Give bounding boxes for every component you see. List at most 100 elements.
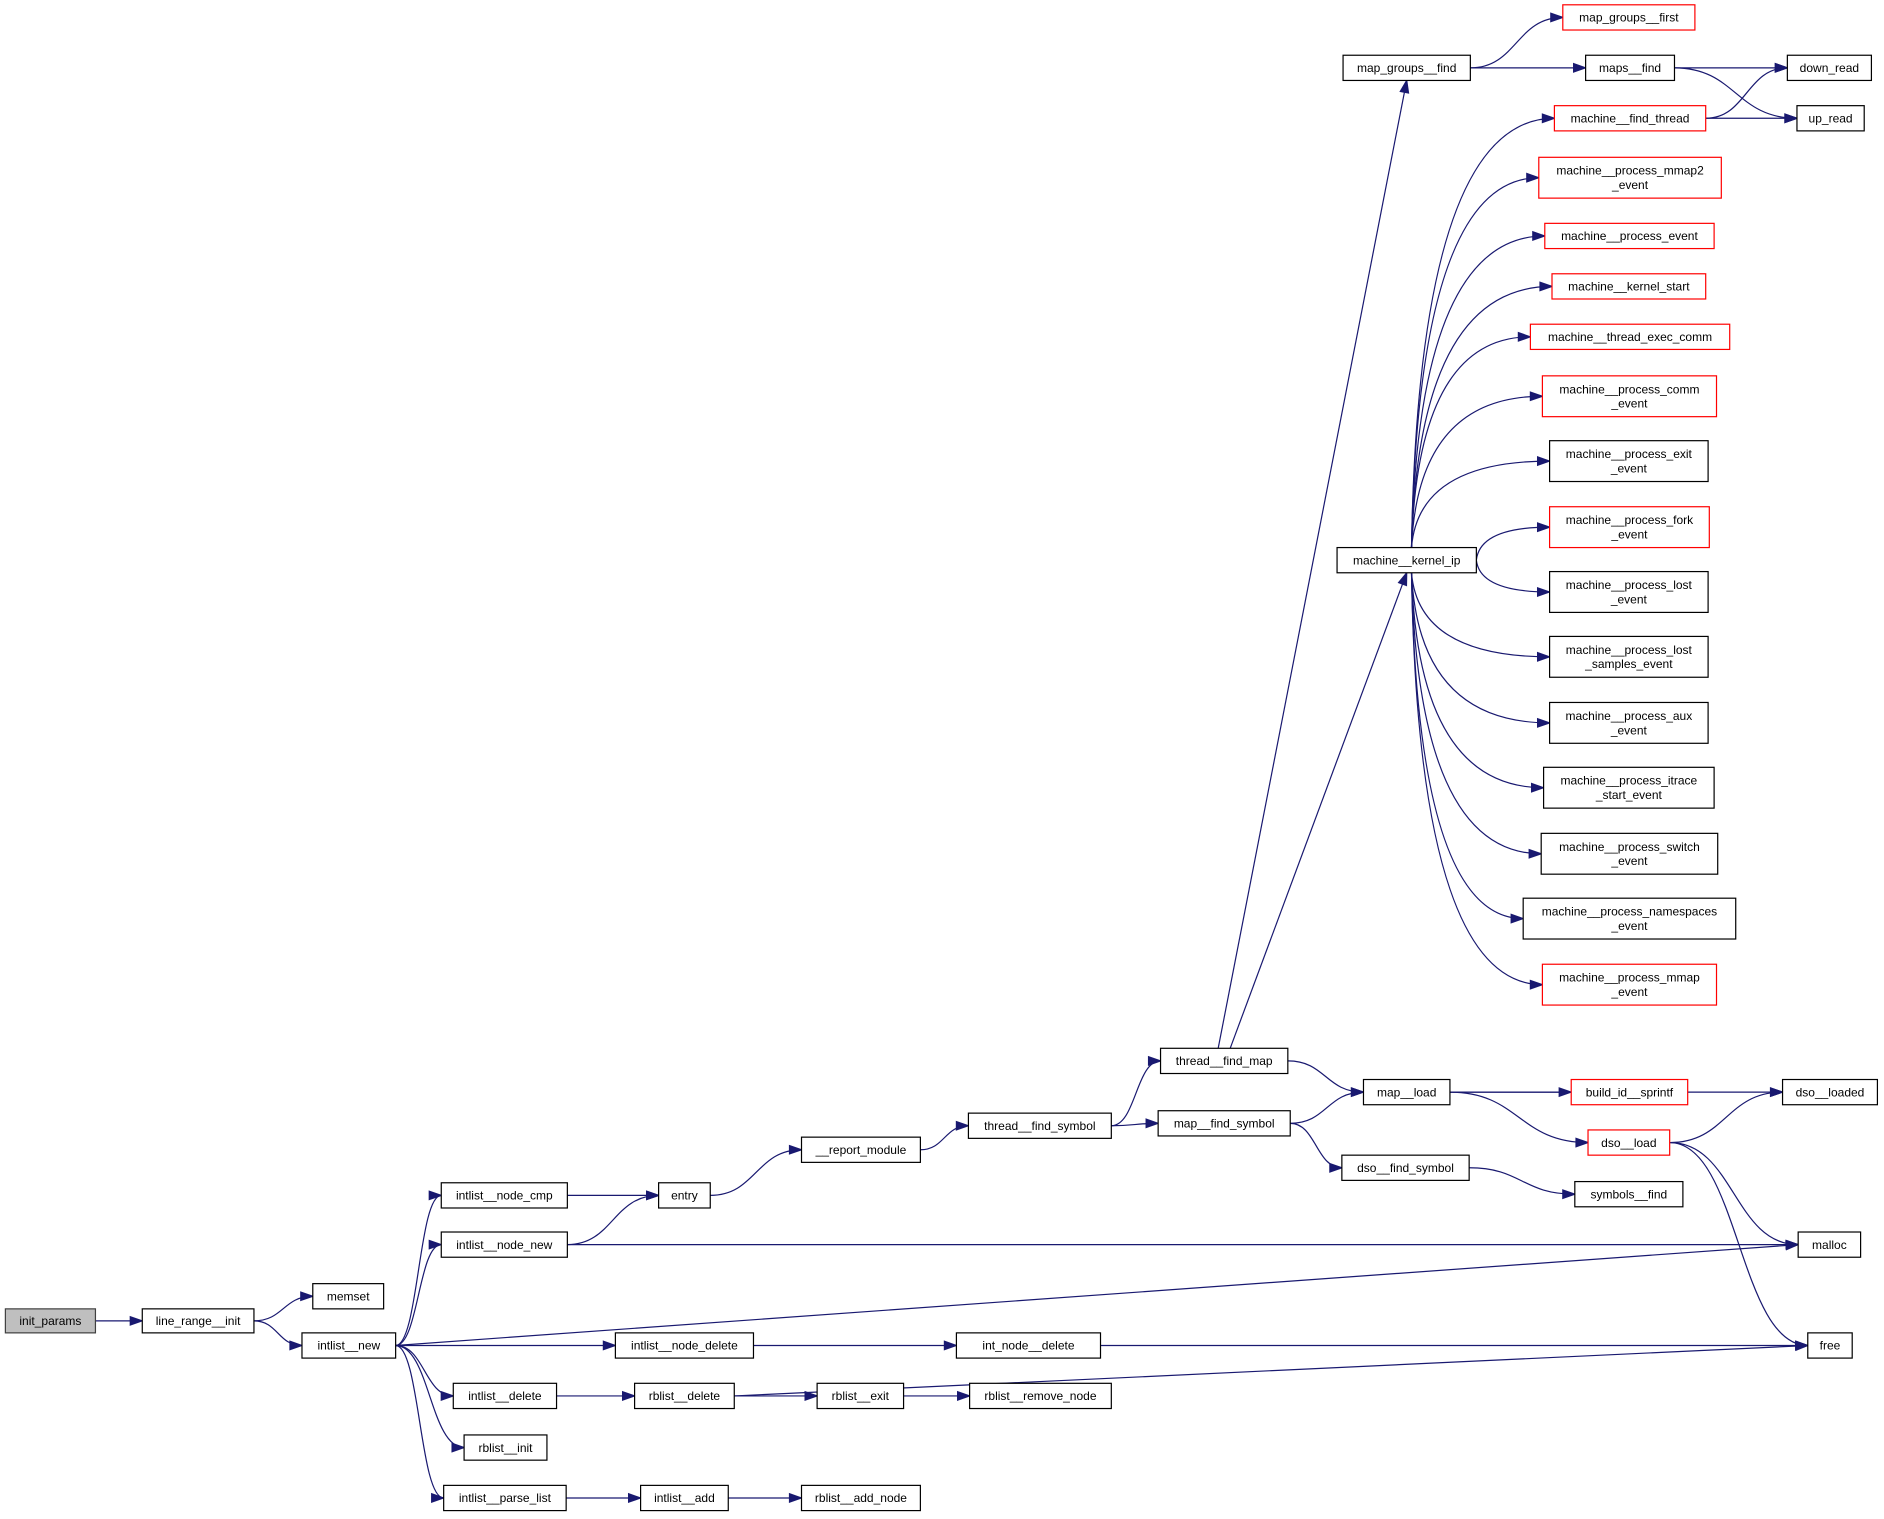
node-map-groups-first[interactable]: map_groups__first: [1562, 4, 1696, 31]
node-rblist-init[interactable]: rblist__init: [463, 1434, 548, 1461]
node-dso-find-symbol[interactable]: dso__find_symbol: [1341, 1154, 1470, 1181]
node-box: [1336, 546, 1477, 574]
edge-line: [1287, 1060, 1364, 1093]
edge-line: [1470, 16, 1563, 69]
node-machine-process-aux-event[interactable]: machine__process_aux_event: [1548, 701, 1709, 744]
node-machine-process-lost-event[interactable]: machine__process_lost_event: [1548, 570, 1709, 614]
node-rblist-delete[interactable]: rblist__delete: [633, 1382, 735, 1410]
node-maps-find[interactable]: maps__find: [1585, 54, 1676, 82]
node-dso-loaded[interactable]: dso__loaded: [1781, 1078, 1879, 1106]
node-thread-find-symbol[interactable]: thread__find_symbol: [967, 1112, 1112, 1139]
node-box: [4, 1308, 97, 1334]
node-machine-process-event[interactable]: machine__process_event: [1544, 222, 1715, 250]
node-rblist-add-node[interactable]: rblist__add_node: [800, 1484, 921, 1512]
node-box: [1544, 222, 1715, 250]
node-label: machine__process_lost: [1566, 578, 1693, 592]
node-machine-kernel-start[interactable]: machine__kernel_start: [1551, 273, 1707, 300]
node-box: [141, 1308, 255, 1334]
arrowhead-icon: [1785, 1239, 1800, 1250]
node-free[interactable]: free: [1807, 1332, 1853, 1359]
node-intlist-node-new[interactable]: intlist__node_new: [440, 1231, 568, 1258]
node-label: _event: [1610, 723, 1648, 737]
node-machine-process-namespaces-event[interactable]: machine__process_namespaces_event: [1522, 897, 1737, 940]
edge-line: [1410, 572, 1524, 920]
node-malloc[interactable]: malloc: [1797, 1231, 1862, 1258]
node-box: [1541, 963, 1718, 1006]
node-machine-process-mmap2-event[interactable]: machine__process_mmap2_event: [1538, 156, 1722, 199]
node-intlist-new[interactable]: intlist__new: [301, 1332, 397, 1359]
call-edge: [728, 1492, 804, 1504]
node-machine-find-thread[interactable]: machine__find_thread: [1553, 105, 1707, 132]
edge-line: [734, 1344, 1808, 1397]
node-label: dso__load: [1601, 1136, 1656, 1150]
arrowhead-icon: [1526, 172, 1541, 183]
node-rblist-remove-node[interactable]: rblist__remove_node: [969, 1382, 1112, 1410]
node-machine-process-itrace-start-event[interactable]: machine__process_itrace_start_event: [1542, 766, 1715, 809]
node-intlist-delete[interactable]: intlist__delete: [452, 1382, 558, 1410]
node-intlist-parse-list[interactable]: intlist__parse_list: [443, 1484, 567, 1512]
node-machine-process-mmap-event[interactable]: machine__process_mmap_event: [1541, 963, 1718, 1006]
node-rblist-exit[interactable]: rblist__exit: [816, 1382, 905, 1410]
node-symbols-find[interactable]: symbols__find: [1574, 1180, 1684, 1208]
node-entry[interactable]: entry: [658, 1182, 711, 1209]
node-label: symbols__find: [1590, 1187, 1667, 1201]
edge-line: [710, 1149, 802, 1196]
node-label: intlist__node_delete: [631, 1339, 738, 1353]
node-line-range-init[interactable]: line_range__init: [141, 1308, 255, 1334]
node-intlist-add[interactable]: intlist__add: [640, 1484, 729, 1512]
node-machine-thread-exec-comm[interactable]: machine__thread_exec_comm: [1529, 323, 1731, 351]
node-machine-process-lost-samples-event[interactable]: machine__process_lost_samples_event: [1548, 635, 1709, 678]
arrowhead-icon: [1530, 782, 1546, 793]
node-box: [1585, 54, 1676, 82]
arrowhead-icon: [943, 1340, 959, 1351]
node-label: _start_event: [1595, 788, 1663, 802]
node-label: _event: [1610, 462, 1648, 476]
node-label: _event: [1610, 985, 1648, 999]
arrowhead-icon: [1794, 1341, 1810, 1352]
node-memset[interactable]: memset: [312, 1283, 385, 1310]
node-machine-process-comm-event[interactable]: machine__process_comm_event: [1541, 375, 1718, 418]
node-label: memset: [327, 1289, 370, 1303]
call-edge: [1410, 572, 1552, 662]
call-edge: [1449, 1087, 1574, 1098]
node-label: rblist__add_node: [815, 1491, 907, 1505]
edge-line: [1410, 177, 1539, 548]
node-dso-load[interactable]: dso__load: [1587, 1129, 1671, 1156]
node-up-read[interactable]: up_read: [1796, 105, 1865, 132]
node-machine-process-exit-event[interactable]: machine__process_exit_event: [1548, 440, 1709, 483]
edge-line: [1217, 80, 1408, 1049]
arrowhead-icon: [1536, 717, 1552, 728]
call-edge: [920, 1120, 971, 1151]
call-edge: [1111, 1118, 1160, 1129]
edge-line: [1674, 67, 1797, 119]
node-down-read[interactable]: down_read: [1786, 54, 1873, 82]
node-map-find-symbol[interactable]: map__find_symbol: [1157, 1110, 1291, 1137]
arrowhead-icon: [1550, 12, 1565, 23]
node-label: machine__kernel_ip: [1353, 553, 1461, 567]
node-machine-process-fork-event[interactable]: machine__process_fork_event: [1548, 506, 1710, 549]
node-label: machine__process_fork: [1566, 513, 1694, 527]
arrowhead-icon: [1536, 651, 1552, 662]
edge-line: [253, 1320, 302, 1347]
node-intlist-node-cmp[interactable]: intlist__node_cmp: [440, 1182, 568, 1209]
node-report-module[interactable]: __report_module: [800, 1136, 921, 1163]
call-edge: [1705, 62, 1790, 119]
node-box: [658, 1182, 711, 1209]
node-intlist-node-delete[interactable]: intlist__node_delete: [614, 1332, 755, 1359]
node-machine-kernel-ip[interactable]: machine__kernel_ip: [1336, 546, 1477, 574]
arrowhead-icon: [1769, 1087, 1785, 1098]
node-thread-find-map[interactable]: thread__find_map: [1159, 1047, 1289, 1075]
edge-line: [1410, 336, 1531, 548]
node-int-node-delete[interactable]: int_node__delete: [955, 1332, 1102, 1359]
node-box: [969, 1382, 1112, 1410]
node-machine-process-switch-event[interactable]: machine__process_switch_event: [1540, 832, 1719, 875]
node-label: _samples_event: [1584, 657, 1673, 671]
node-build-id-sprintf[interactable]: build_id__sprintf: [1570, 1078, 1689, 1106]
node-init-params[interactable]: init_params: [4, 1308, 97, 1334]
node-map-groups-find[interactable]: map_groups__find: [1342, 54, 1471, 82]
node-map-load[interactable]: map__load: [1362, 1078, 1451, 1106]
node-label: machine__process_exit: [1566, 447, 1693, 461]
node-label: machine__process_switch: [1559, 840, 1700, 854]
node-box: [1548, 701, 1709, 744]
node-box: [1159, 1047, 1289, 1075]
